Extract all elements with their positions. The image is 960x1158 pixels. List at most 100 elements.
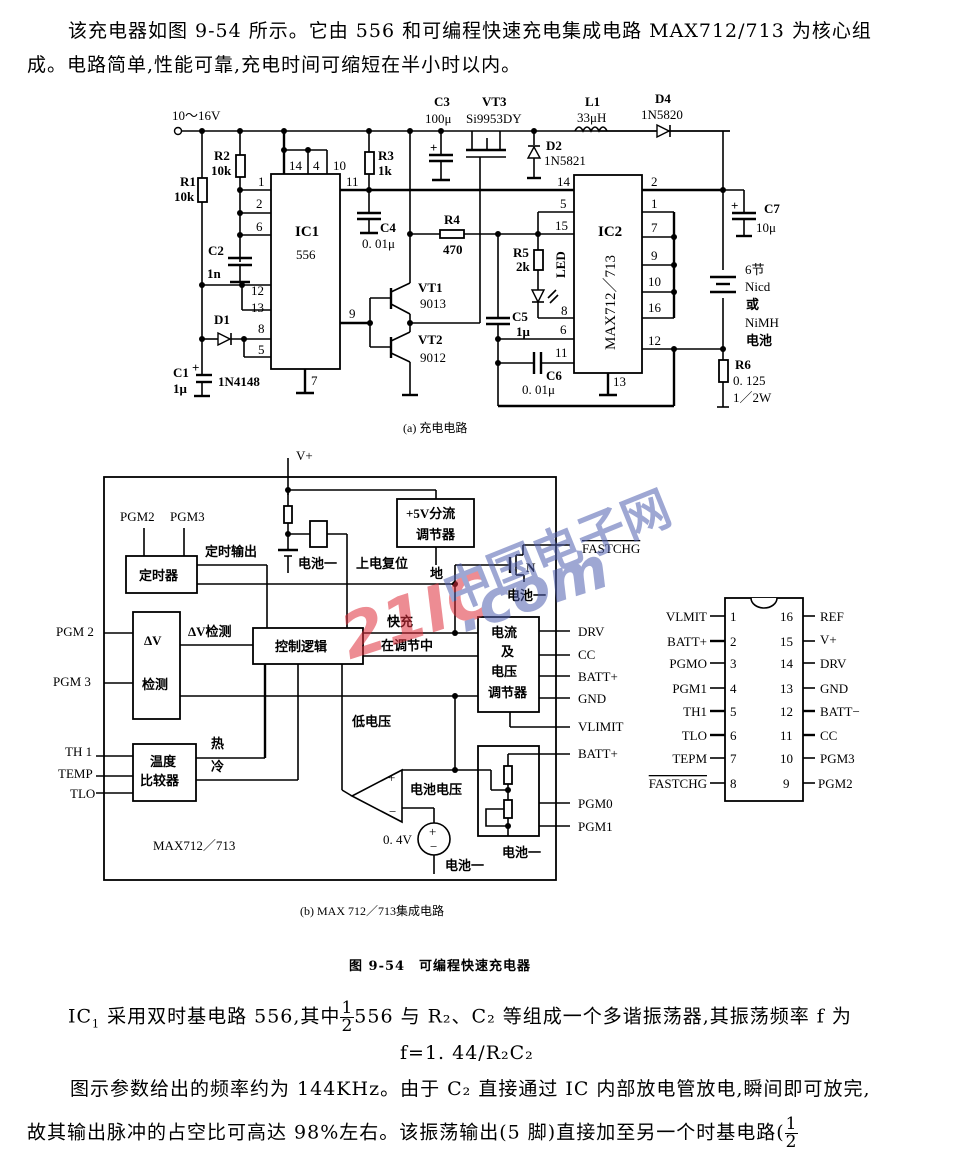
r3-name: R3: [378, 148, 394, 163]
reg-line-4: 调节器: [488, 685, 528, 700]
reg-line-1: 电流: [491, 625, 517, 640]
svg-text:+: +: [192, 360, 199, 375]
pin-label-16: REF: [820, 609, 844, 624]
pin-label-15: V+: [820, 632, 837, 647]
pin-label-2: BATT+: [667, 634, 707, 649]
intro-line-1: 该充电器如图 9-54 所示。它由 556 和可编程快速充电集成电路 MAX71…: [68, 20, 872, 42]
output-batt-plus-2: BATT+: [578, 746, 618, 761]
svg-text:8: 8: [730, 776, 737, 791]
chip-label: MAX712／713: [153, 838, 235, 853]
svg-text:9: 9: [349, 306, 356, 321]
figure-title: 图 9-54 可编程快速充电器: [349, 959, 532, 974]
c6-name: C6: [546, 368, 562, 383]
body-paragraph-2: 图示参数给出的频率约为 144KHz。由于 C₂ 直接通过 IC 内部放电管放电…: [70, 1078, 871, 1100]
pin-label-11: CC: [820, 728, 837, 743]
dv-detect-signal: ΔV检测: [188, 624, 232, 639]
svg-text:2: 2: [256, 196, 263, 211]
low-voltage-label: 低电压: [351, 714, 391, 729]
batt-minus-label-4: 电池一: [502, 845, 541, 860]
r4-name: R4: [444, 212, 460, 227]
output-batt-plus-1: BATT+: [578, 669, 618, 684]
timer-input-pgm3: PGM3: [170, 509, 205, 524]
formula: f=1. 44/R₂C₂: [400, 1042, 534, 1064]
c2-value: 1n: [207, 266, 222, 281]
control-logic-label: 控制逻辑: [275, 639, 327, 654]
l1-value: 33μH: [577, 110, 606, 125]
vt3-name: VT3: [482, 94, 507, 109]
ref-voltage-label: 0. 4V: [383, 832, 413, 847]
hot-label: 热: [211, 736, 224, 751]
ic2-body: [573, 174, 643, 374]
c1-name: C1: [173, 365, 189, 380]
timer-out-label: 定时输出: [204, 544, 257, 559]
svg-text:1: 1: [730, 609, 737, 624]
r2-name: R2: [214, 148, 230, 163]
c5-name: C5: [512, 309, 528, 324]
pin-label-5: TH1: [683, 704, 707, 719]
ic1-value: 556: [296, 247, 316, 262]
svg-text:14: 14: [557, 174, 571, 189]
shunt-line-1: +5V分流: [406, 506, 455, 521]
input-pgm3: PGM 3: [53, 674, 91, 689]
svg-text:7: 7: [651, 220, 658, 235]
svg-text:6: 6: [730, 728, 737, 743]
c7-value: 10μ: [756, 220, 776, 235]
fast-charge-signal: 快充: [387, 614, 413, 629]
cold-label: 冷: [211, 759, 224, 774]
svg-text:3: 3: [730, 656, 737, 671]
svg-text:5: 5: [560, 196, 567, 211]
r5-value: 2k: [516, 259, 531, 274]
svg-text:11: 11: [346, 174, 359, 189]
pin-label-6: TLO: [682, 728, 707, 743]
temp-comparator-block: [132, 743, 197, 802]
n-label: N: [526, 560, 536, 575]
c5-value: 1μ: [516, 324, 531, 339]
output-gnd: GND: [578, 691, 606, 706]
dv-label-top: ΔV: [144, 633, 162, 648]
battery-label-4: NiMH: [745, 315, 779, 330]
svg-text:8: 8: [258, 321, 265, 336]
svg-text:11: 11: [780, 728, 793, 743]
shunt-regulator-block: [396, 498, 475, 548]
svg-text:13: 13: [780, 681, 793, 696]
output-vlimit: VLIMIT: [578, 719, 624, 734]
diode-d4: [656, 123, 671, 139]
r6-value: 0. 125: [733, 373, 766, 388]
timer-input-pgm2: PGM2: [120, 509, 155, 524]
svg-text:2: 2: [730, 634, 737, 649]
svg-text:1: 1: [258, 174, 265, 189]
d1-value: 1N4148: [218, 374, 260, 389]
svg-text:4: 4: [730, 681, 737, 696]
output-pgm0: PGM0: [578, 796, 613, 811]
pin-label-7: TEPM: [672, 751, 707, 766]
regulating-signal: 在调节中: [381, 638, 433, 653]
svg-text:9: 9: [783, 776, 790, 791]
svg-text:+: +: [429, 824, 436, 839]
pin-label-13: GND: [820, 681, 848, 696]
pin-label-14: DRV: [820, 656, 847, 671]
led-label: LED: [553, 251, 568, 278]
svg-text:16: 16: [780, 609, 794, 624]
r5-name: R5: [513, 245, 529, 260]
c6-value: 0. 01μ: [522, 382, 555, 397]
output-drv: DRV: [578, 624, 605, 639]
svg-text:1: 1: [651, 196, 658, 211]
svg-text:4: 4: [313, 158, 320, 173]
svg-text:7: 7: [311, 373, 318, 388]
svg-text:+: +: [731, 198, 738, 213]
power-reset-label: 上电复位: [356, 556, 408, 571]
r2-value: 10k: [211, 163, 232, 178]
battery-label-3: 或: [746, 297, 759, 312]
timer-label: 定时器: [138, 568, 179, 583]
r6-name: R6: [735, 357, 751, 372]
dv-label-bottom: 检测: [142, 677, 168, 692]
pin-label-4: PGM1: [672, 681, 707, 696]
d4-name: D4: [655, 91, 671, 106]
ic2-name: IC2: [598, 224, 622, 240]
pinout-chip-body: [724, 597, 804, 802]
svg-text:15: 15: [780, 634, 793, 649]
pin-label-3: PGMO: [669, 656, 707, 671]
